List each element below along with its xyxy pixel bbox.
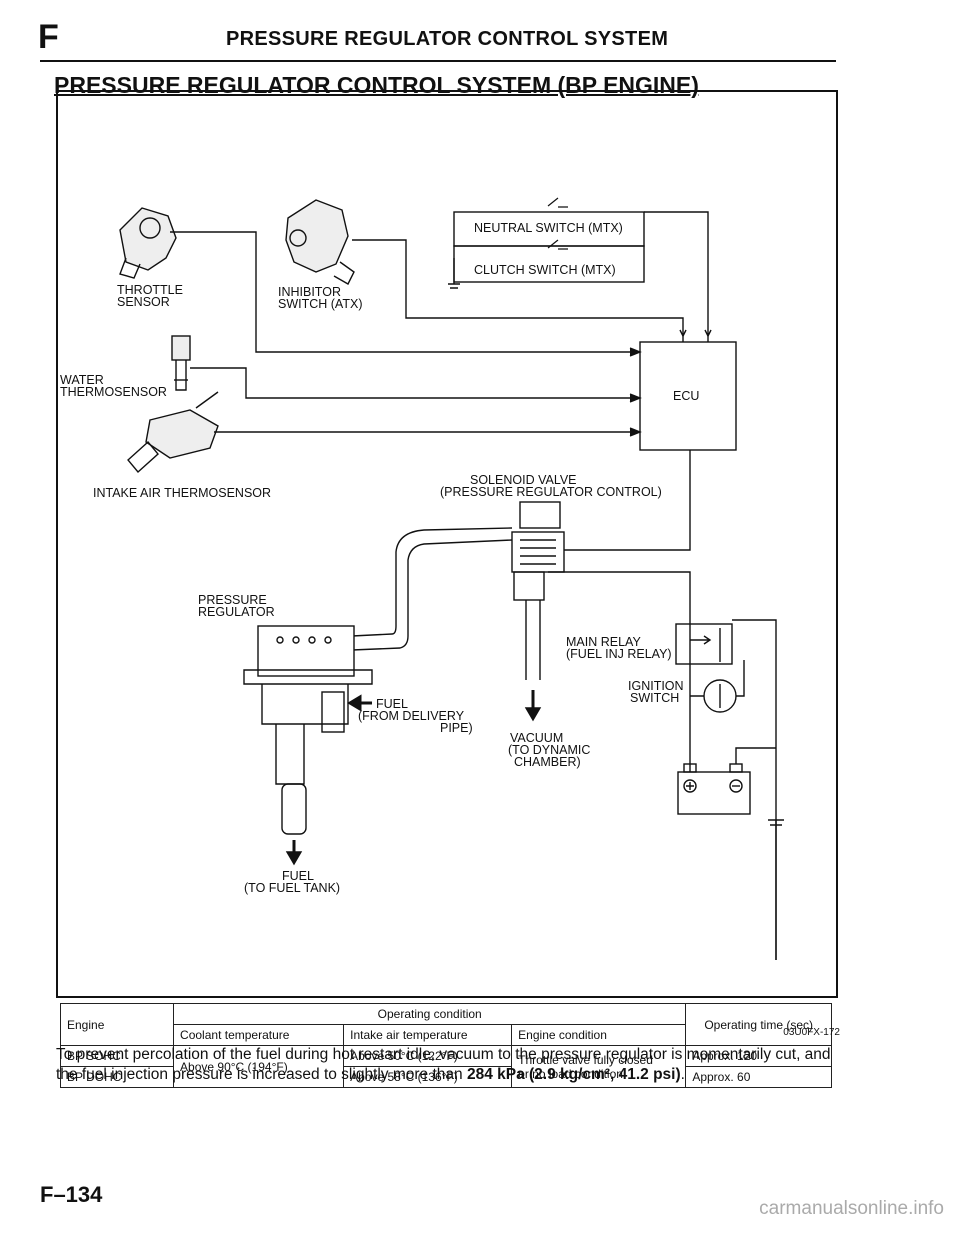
- table-row: BP DOHC Above 58°C (136°F) Approx. 60: [59, 1066, 832, 1088]
- section-title: PRESSURE REGULATOR CONTROL SYSTEM (BP EN…: [54, 72, 699, 98]
- section-letter: F: [38, 18, 59, 56]
- throttle-wire: [170, 231, 638, 353]
- clutch-switch-label: CLUTCH SWITCH (MTX): [474, 263, 616, 277]
- inhibitor-switch-icon: [285, 199, 355, 285]
- coolant-cell: Above 90°C (194°F): [173, 1045, 345, 1088]
- water-thermosensor-icon: [171, 335, 191, 391]
- neutral-wire: [644, 211, 709, 342]
- diagram-frame: [56, 90, 838, 998]
- intake-cell: Above 58°C (136°F): [343, 1066, 513, 1088]
- page-number: F–134: [40, 1182, 103, 1207]
- main-relay-label: MAIN RELAY(FUEL INJ RELAY): [566, 635, 672, 661]
- intake-cell: Above 50°C (122°F): [343, 1045, 513, 1067]
- solenoid-valve-icon: [511, 501, 565, 601]
- intake-air-thermosensor-icon: [127, 391, 219, 474]
- neutral-switch-label: NEUTRAL SWITCH (MTX): [474, 221, 623, 235]
- ecu-box: [639, 341, 737, 451]
- ecu-label: ECU: [673, 389, 699, 403]
- intake-air-thermosensor-label: INTAKE AIR THERMOSENSOR: [93, 486, 271, 500]
- engine-condition-header: Engine condition: [511, 1024, 687, 1046]
- running-header: PRESSURE REGULATOR CONTROL SYSTEM: [226, 28, 669, 50]
- solenoid-valve-label: SOLENOID VALVE(PRESSURE REGULATOR CONTRO…: [440, 473, 662, 499]
- battery-icon: [677, 763, 751, 815]
- engine-cell: BP DOHC: [59, 1066, 175, 1088]
- throttle-sensor-icon: [119, 207, 177, 279]
- description-paragraph: To prevent percolation of the fuel durin…: [56, 1046, 831, 1083]
- operating-condition-table: Engine Operating condition Operating tim…: [59, 1003, 832, 1088]
- intake-header: Intake air temperature: [343, 1024, 513, 1046]
- operating-condition-header: Operating condition: [173, 1003, 687, 1025]
- figure-code: 03U0FX-172: [783, 1027, 840, 1038]
- fuel-out-label: FUEL(TO FUEL TANK): [244, 869, 340, 895]
- coolant-header: Coolant temperature: [173, 1024, 345, 1046]
- time-cell: Approx. 60: [685, 1066, 832, 1088]
- operating-time-header: Operating time (sec): [685, 1003, 832, 1046]
- inhibitor-wire: [352, 239, 684, 342]
- pressure-regulator-icon: [243, 625, 373, 835]
- site-watermark: carmanualsonline.info: [759, 1198, 944, 1219]
- header-rule: [40, 60, 836, 62]
- water-wire: [190, 367, 638, 399]
- main-relay-icon: [675, 623, 733, 665]
- engine-header: Engine: [59, 1003, 175, 1046]
- table-row: BP SOHC Above 90°C (194°F) Above 50°C (1…: [59, 1045, 832, 1088]
